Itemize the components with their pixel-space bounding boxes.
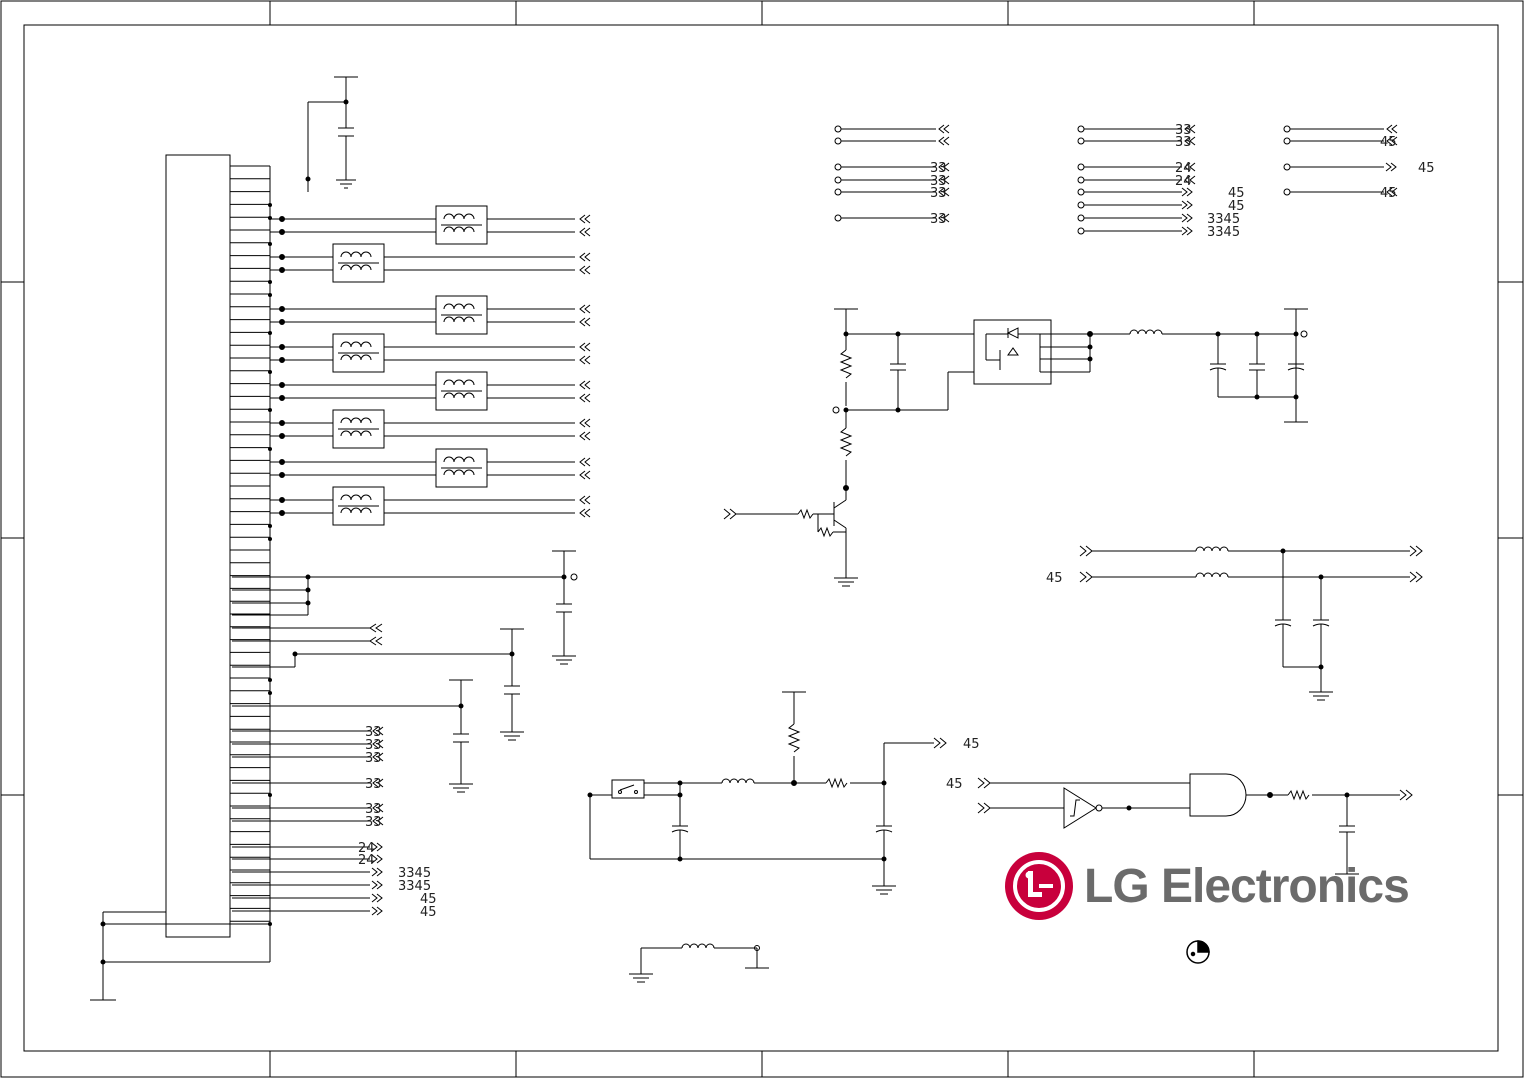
connector-label: 3345 [398,866,431,881]
and-gate-icon [1189,773,1247,817]
connector-label: 24 [358,853,375,868]
connector-label: 33 [365,725,382,740]
filter-input-label: 45 [1046,571,1063,586]
port-label: 45 [1380,186,1397,201]
chassis-ground [90,911,270,1001]
top-supply [305,76,358,192]
port-label: 45 [1418,161,1435,176]
connector-label: 24 [358,841,375,856]
connector-label: 33 [365,751,382,766]
filter-array [270,205,591,526]
ferrite-filter-icon [270,333,591,373]
brand-name: LG Electronics [1084,859,1410,913]
port-label: 45 [1228,199,1245,214]
relay-driver [587,691,947,983]
gate-input-label: 45 [946,777,963,792]
main-connector [165,154,272,962]
ferrite-filter-icon [270,205,591,245]
connector-label: 33 [365,802,382,817]
port-label: 45 [1380,135,1397,150]
port-label: 33 [1175,123,1192,138]
lock-icon [1186,940,1210,964]
port-label: 33 [1175,135,1192,150]
port-label: 24 [1175,174,1192,189]
connector-label: 33 [365,738,382,753]
port-list [834,124,1398,236]
ferrite-filter-icon [270,371,591,411]
line-filter [1079,545,1423,701]
port-label: 33 [930,174,947,189]
ferrite-filter-icon [270,295,591,335]
connector-label: 33 [365,815,382,830]
connector-label: 33 [365,777,382,792]
ferrite-filter-icon [270,243,591,283]
ferrite-filter-icon [270,448,591,488]
power-switch-circuit [723,308,1308,587]
connector-label: 45 [420,892,437,907]
port-label: 33 [930,161,947,176]
bypass-caps [232,550,578,793]
port-label: 33 [930,186,947,201]
ferrite-filter-icon [270,486,591,526]
port-label: 3345 [1207,212,1240,227]
brand-logo: LG Electronics [1004,850,1504,922]
logic-section [977,773,1413,875]
schmitt-buffer-icon [1063,787,1097,829]
connector-outputs [232,726,384,916]
port-label: 33 [930,212,947,227]
port-label: 3345 [1207,225,1240,240]
port-label: 45 [1228,186,1245,201]
driver-output-label: 45 [963,737,980,752]
connector-label: 45 [420,905,437,920]
connector-label: 3345 [398,879,431,894]
ferrite-filter-icon [270,409,591,449]
lg-logo-icon [1005,852,1073,920]
port-label: 24 [1175,161,1192,176]
